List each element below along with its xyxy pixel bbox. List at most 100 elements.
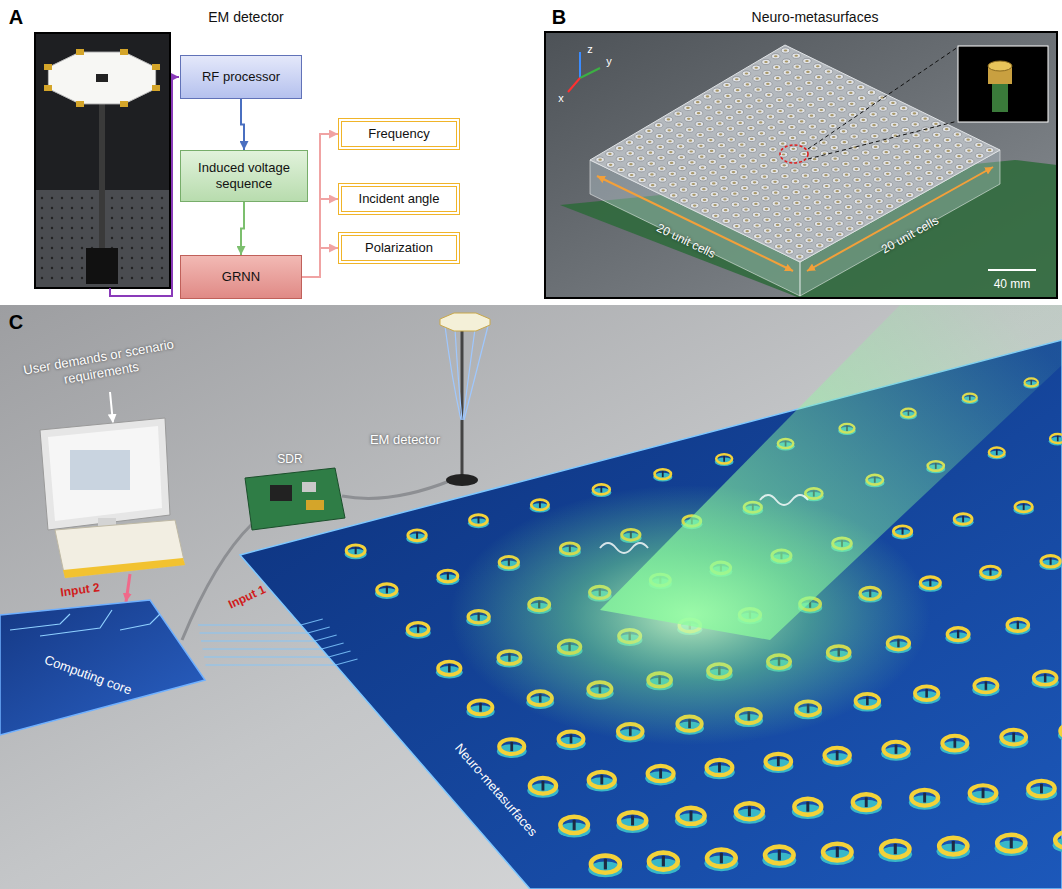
unit-cell-top xyxy=(885,162,889,164)
network-box: GRNN xyxy=(180,255,302,299)
unit-cell xyxy=(915,187,923,192)
unit-cell xyxy=(784,81,792,86)
unit-cell xyxy=(823,194,831,199)
unit-cell xyxy=(874,188,882,193)
table-hole xyxy=(121,237,123,239)
unit-cell-top xyxy=(800,120,804,122)
dimension-arrow xyxy=(807,167,993,271)
unit-cell-top xyxy=(692,183,696,185)
unit-cell-gap xyxy=(416,532,418,539)
unit-cell xyxy=(776,108,784,113)
unit-cell xyxy=(810,157,818,162)
unit-cell xyxy=(708,159,716,164)
unit-cell-top xyxy=(737,100,741,102)
unit-cell xyxy=(648,172,656,177)
unit-cell-top xyxy=(833,147,837,149)
unit-cell-top xyxy=(708,128,712,130)
unit-cell-top xyxy=(790,126,794,128)
unit-cell xyxy=(728,148,736,153)
unit-cell-top xyxy=(938,177,942,179)
table-hole xyxy=(41,237,43,239)
unit-cell-top xyxy=(843,152,847,154)
sma-connectors xyxy=(44,49,160,107)
unit-cell-ring xyxy=(531,500,548,510)
unit-cell xyxy=(740,175,748,180)
unit-cell xyxy=(784,227,792,232)
unit-cell-top xyxy=(751,149,755,151)
unit-cell xyxy=(706,127,714,132)
unit-cell-ring xyxy=(881,841,909,858)
unit-cell xyxy=(798,130,806,135)
unit-cell xyxy=(863,172,871,177)
unit-cell xyxy=(880,117,888,122)
unit-cell xyxy=(852,156,860,161)
table-hole xyxy=(41,227,43,229)
unit-cell xyxy=(665,128,673,133)
unit-cell xyxy=(635,134,643,139)
signal-wire xyxy=(110,77,179,296)
unit-cell-top xyxy=(608,153,612,155)
unit-cell xyxy=(890,122,898,127)
chip-trace xyxy=(10,614,70,630)
unit-cell xyxy=(815,232,823,237)
unit-cell-top xyxy=(848,81,852,83)
unit-cell xyxy=(716,121,724,126)
unit-cell xyxy=(785,249,793,254)
unit-cell xyxy=(836,85,844,90)
panel-letter: B xyxy=(552,5,566,29)
table-hole xyxy=(41,267,43,269)
unit-cell-top xyxy=(759,121,763,123)
unit-cell-top xyxy=(729,128,733,130)
unit-cell-top xyxy=(710,150,714,152)
unit-cell-top xyxy=(659,157,663,159)
unit-cell-top xyxy=(817,234,821,236)
unit-cell xyxy=(762,206,770,211)
unit-cell-ring xyxy=(648,766,674,781)
unit-cell-top xyxy=(896,167,900,169)
unit-cell-gap xyxy=(1023,504,1025,510)
unit-cell-ring xyxy=(981,566,1001,578)
unit-cell xyxy=(763,70,771,75)
unit-cell xyxy=(804,216,812,221)
unit-cell-gap xyxy=(952,841,955,851)
unit-cell xyxy=(795,86,803,91)
unit-cell xyxy=(944,148,952,153)
unit-cell-top xyxy=(916,156,920,158)
unit-cell xyxy=(738,142,746,147)
unit-cell xyxy=(720,186,728,191)
unit-cell-top xyxy=(804,175,808,177)
unit-cell xyxy=(933,132,941,137)
unit-cell xyxy=(985,148,993,153)
unit-cell-ring xyxy=(1007,619,1028,632)
unit-cell-top xyxy=(877,200,881,202)
unit-cell-ring xyxy=(823,844,852,861)
screen-content xyxy=(70,450,130,490)
table-hole xyxy=(161,267,163,269)
table-hole xyxy=(151,237,153,239)
unit-cell xyxy=(758,142,766,147)
unit-cell xyxy=(742,207,750,212)
unit-cell-gap xyxy=(929,579,931,586)
unit-cell-top xyxy=(865,173,869,175)
axis-z xyxy=(579,52,581,78)
unit-cell-ring xyxy=(1015,502,1032,512)
unit-cell xyxy=(975,153,983,158)
table-hole xyxy=(61,247,63,249)
unit-cell-top xyxy=(672,194,676,196)
unit-cell-top xyxy=(907,183,911,185)
unit-cell-top xyxy=(760,143,764,145)
unit-cell xyxy=(859,117,867,122)
unit-cell-top xyxy=(957,155,961,157)
unit-cell xyxy=(791,179,799,184)
unit-cell-top xyxy=(861,119,865,121)
unit-cell-top xyxy=(846,195,850,197)
unit-cell-top xyxy=(778,99,782,101)
zoom-line xyxy=(808,47,958,149)
unit-cell xyxy=(913,143,921,148)
unit-cell-top xyxy=(784,186,788,188)
unit-cell xyxy=(842,172,850,177)
unit-cell-top xyxy=(935,134,939,136)
unit-cell-top xyxy=(785,197,789,199)
unit-cell xyxy=(674,111,682,116)
unit-cell-top xyxy=(826,196,830,198)
